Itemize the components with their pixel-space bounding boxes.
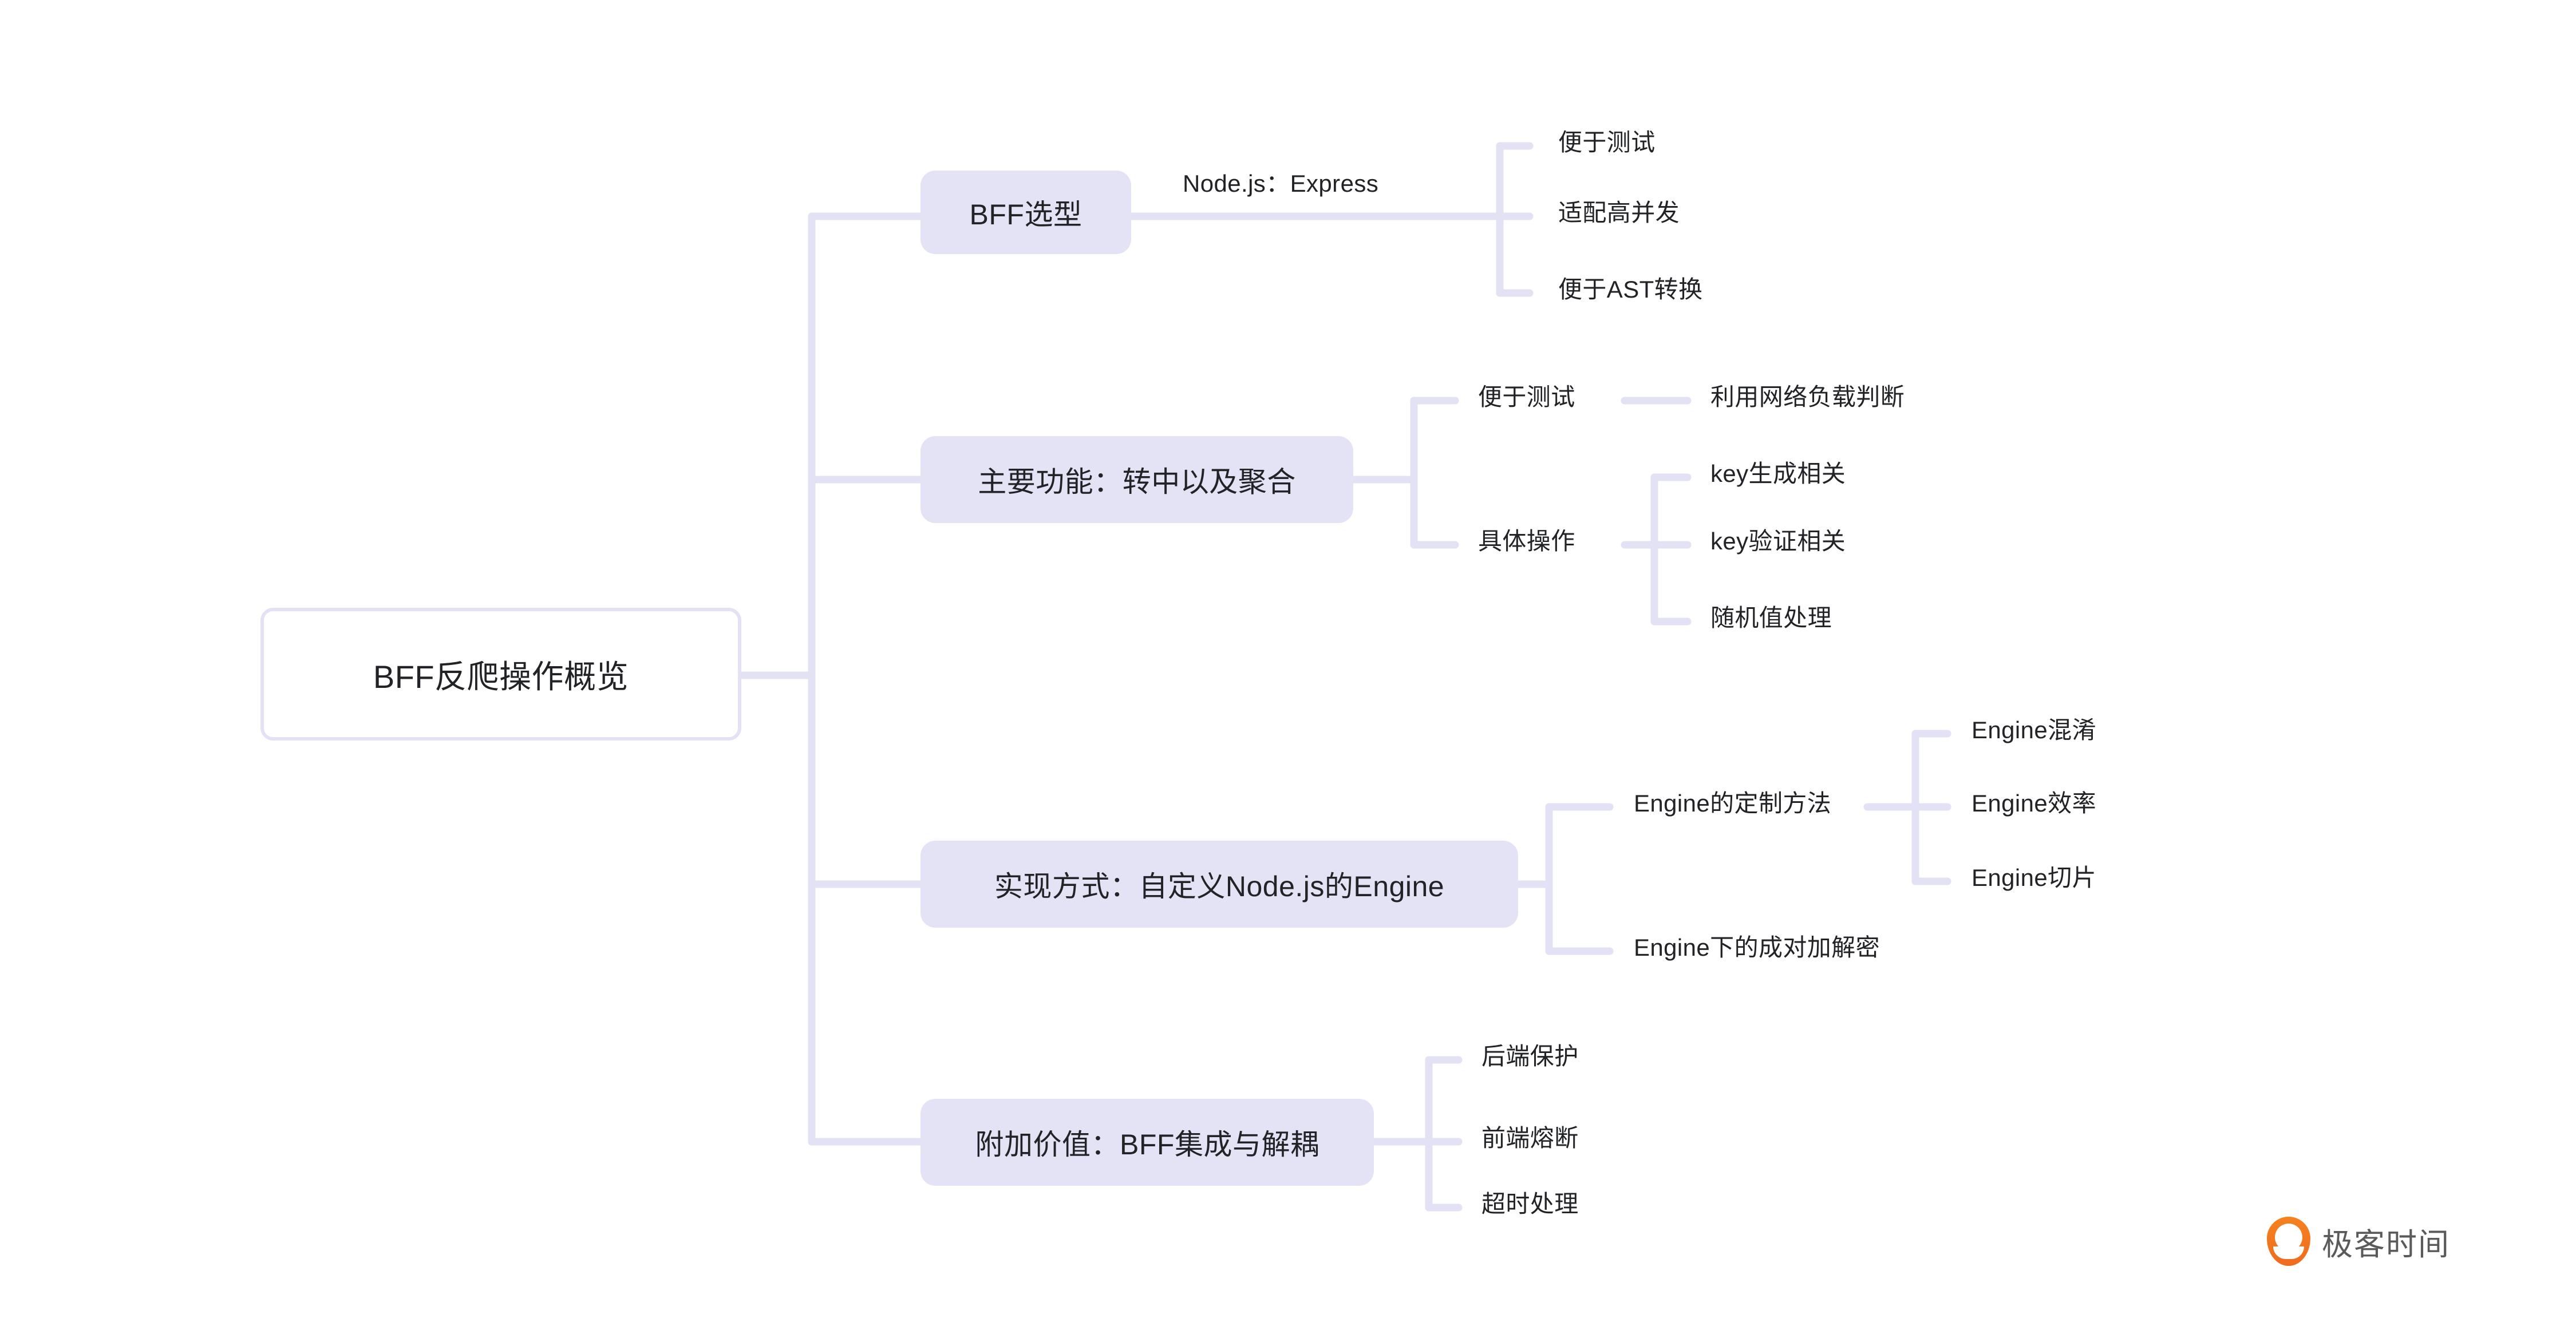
leaf-node-b1-1[interactable]: 便于测试: [1558, 129, 1656, 156]
branch-node-label: 实现方式：自定义Node.js的Engine: [994, 870, 1445, 903]
geektime-pin-icon: [2267, 1217, 2310, 1266]
brand-wordmark: 极客时间: [2322, 1227, 2450, 1262]
leaf-node-b4-2[interactable]: 前端熔断: [1481, 1125, 1579, 1151]
root-node[interactable]: BFF反爬操作概览: [260, 608, 741, 741]
brand-logo: 极客时间: [2267, 1217, 2450, 1266]
sub-node-b3-1[interactable]: Engine的定制方法: [1634, 790, 1832, 817]
leaf-node-b3-1-1[interactable]: Engine混淆: [1971, 717, 2096, 743]
leaf-node-b2-2-1[interactable]: key生成相关: [1710, 460, 1846, 487]
root-node-label: BFF反爬操作概览: [373, 658, 629, 695]
branch-node-added-value[interactable]: 附加价值：BFF集成与解耦: [920, 1099, 1374, 1186]
leaf-node-b2-2-3[interactable]: 随机值处理: [1710, 604, 1832, 631]
branch-node-bff-selection[interactable]: BFF选型: [920, 171, 1131, 254]
branch-node-label: 附加价值：BFF集成与解耦: [975, 1129, 1319, 1161]
branch-node-main-function[interactable]: 主要功能：转中以及聚合: [920, 436, 1353, 523]
leaf-node-b2-1-1[interactable]: 利用网络负载判断: [1710, 383, 1905, 410]
branch-node-implementation[interactable]: 实现方式：自定义Node.js的Engine: [920, 841, 1518, 928]
leaf-node-b3-1-3[interactable]: Engine切片: [1971, 864, 2096, 891]
branch-node-label: 主要功能：转中以及聚合: [978, 466, 1296, 498]
sub-node-b3-2[interactable]: Engine下的成对加解密: [1634, 934, 1880, 961]
sub-node-b2-2[interactable]: 具体操作: [1478, 528, 1575, 555]
branch-node-label: BFF选型: [969, 199, 1082, 231]
leaf-node-b1-2[interactable]: 适配高并发: [1558, 199, 1680, 226]
edge-label-nodejs-express: Node.js：Express: [1183, 170, 1379, 197]
leaf-node-b2-2-2[interactable]: key验证相关: [1710, 528, 1846, 555]
leaf-node-b4-3[interactable]: 超时处理: [1481, 1190, 1579, 1217]
leaf-node-b4-1[interactable]: 后端保护: [1481, 1043, 1579, 1070]
sub-node-b2-1[interactable]: 便于测试: [1478, 383, 1575, 410]
leaf-node-b1-3[interactable]: 便于AST转换: [1558, 276, 1703, 303]
leaf-node-b3-1-2[interactable]: Engine效率: [1971, 790, 2096, 817]
